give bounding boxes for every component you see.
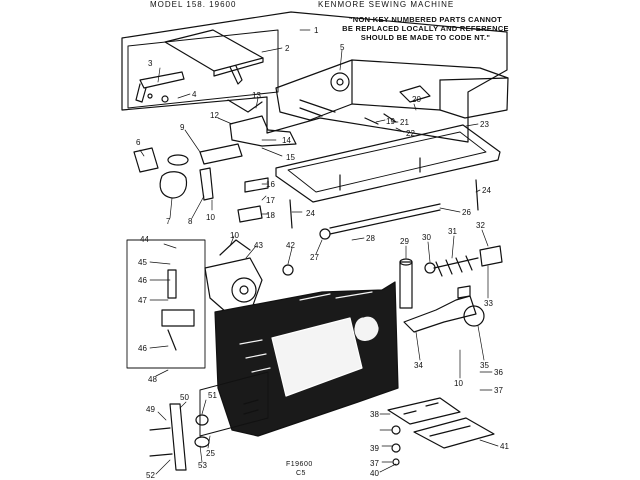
callout-42: 42	[286, 241, 295, 250]
callout-9: 9	[180, 123, 185, 132]
callout-52: 52	[146, 471, 155, 480]
callout-4: 4	[192, 90, 197, 99]
callout-33: 33	[484, 299, 493, 308]
callout-21: 21	[400, 118, 409, 127]
parts-note: "NON KEY NUMBERED PARTS CANNOT BE REPLAC…	[333, 15, 518, 42]
callout-18: 18	[266, 211, 275, 220]
page-code: C5	[296, 470, 306, 477]
callout-36: 36	[494, 368, 503, 377]
stitch-knob	[159, 171, 188, 199]
callout-35: 35	[480, 361, 489, 370]
callout-12: 12	[210, 111, 219, 120]
callout-37a: 37	[494, 386, 503, 395]
callout-7: 7	[166, 217, 171, 226]
callout-3: 3	[148, 59, 153, 68]
callout-16: 16	[266, 180, 275, 189]
callout-labels: 1 2 3 4 5 6 7 8 9 10 12 13 14 15 16 17 1…	[136, 26, 509, 480]
callout-10a: 10	[206, 213, 215, 222]
cover-plate	[164, 29, 264, 72]
callout-2: 2	[285, 44, 290, 53]
drive-shaft	[329, 203, 441, 229]
callout-50: 50	[180, 393, 189, 402]
callout-48: 48	[148, 375, 157, 384]
callout-24b: 24	[306, 209, 315, 218]
callout-45: 45	[138, 258, 147, 267]
callout-53: 53	[198, 461, 207, 470]
callout-10b: 10	[454, 379, 463, 388]
callout-47: 47	[138, 296, 147, 305]
callout-1: 1	[314, 26, 319, 35]
feed-dog-lever	[403, 295, 477, 333]
callout-44: 44	[140, 235, 149, 244]
callout-27: 27	[310, 253, 319, 262]
callout-5: 5	[340, 43, 345, 52]
needle-plate	[387, 397, 461, 425]
callout-25: 25	[206, 449, 215, 458]
callout-39: 39	[370, 444, 379, 453]
note-line: BE REPLACED LOCALLY AND REFERENCE	[342, 24, 509, 33]
tension-spring	[433, 257, 479, 269]
callout-8: 8	[188, 217, 193, 226]
figure-code: F19600	[286, 461, 313, 468]
callout-10c: 10	[230, 231, 239, 240]
accessory-tray	[275, 124, 501, 203]
callout-26: 26	[462, 208, 471, 217]
hinge-part	[139, 71, 185, 89]
callout-22: 22	[406, 129, 415, 138]
callout-38: 38	[370, 410, 379, 419]
group-44-bracket	[126, 239, 206, 369]
spool-pin	[399, 261, 413, 309]
callout-51: 51	[208, 391, 217, 400]
callout-30: 30	[422, 233, 431, 242]
bobbin-winder-body	[133, 147, 159, 173]
callout-6: 6	[136, 138, 141, 147]
callout-37b: 37	[370, 459, 379, 468]
callout-15: 15	[286, 153, 295, 162]
slide-plate	[413, 417, 495, 449]
diagram-title: KENMORE SEWING MACHINE	[318, 0, 455, 9]
callout-14: 14	[282, 136, 291, 145]
callout-19: 19	[386, 117, 395, 126]
callout-24a: 24	[482, 186, 491, 195]
note-line: "NON KEY NUMBERED PARTS CANNOT	[348, 15, 503, 24]
callout-13: 13	[252, 91, 261, 100]
callout-31: 31	[448, 227, 457, 236]
note-line: SHOULD BE MADE TO CODE NT."	[360, 33, 491, 42]
callout-46b: 46	[138, 344, 147, 353]
callout-46a: 46	[138, 276, 147, 285]
callout-32: 32	[476, 221, 485, 230]
callout-23: 23	[480, 120, 489, 129]
top-bed-block	[275, 59, 509, 121]
callout-20: 20	[412, 95, 421, 104]
callout-28: 28	[366, 234, 375, 243]
base-plate	[199, 371, 269, 437]
callout-43: 43	[254, 241, 263, 250]
subpanel-outline	[127, 29, 279, 109]
model-label: MODEL 158. 19600	[150, 0, 237, 9]
callout-49: 49	[146, 405, 155, 414]
callout-29: 29	[400, 237, 409, 246]
callout-34: 34	[414, 361, 423, 370]
callout-40: 40	[370, 469, 379, 478]
callout-41: 41	[500, 442, 509, 451]
panel-outline	[121, 11, 508, 143]
presser-lever	[169, 403, 187, 471]
callout-17: 17	[266, 196, 275, 205]
